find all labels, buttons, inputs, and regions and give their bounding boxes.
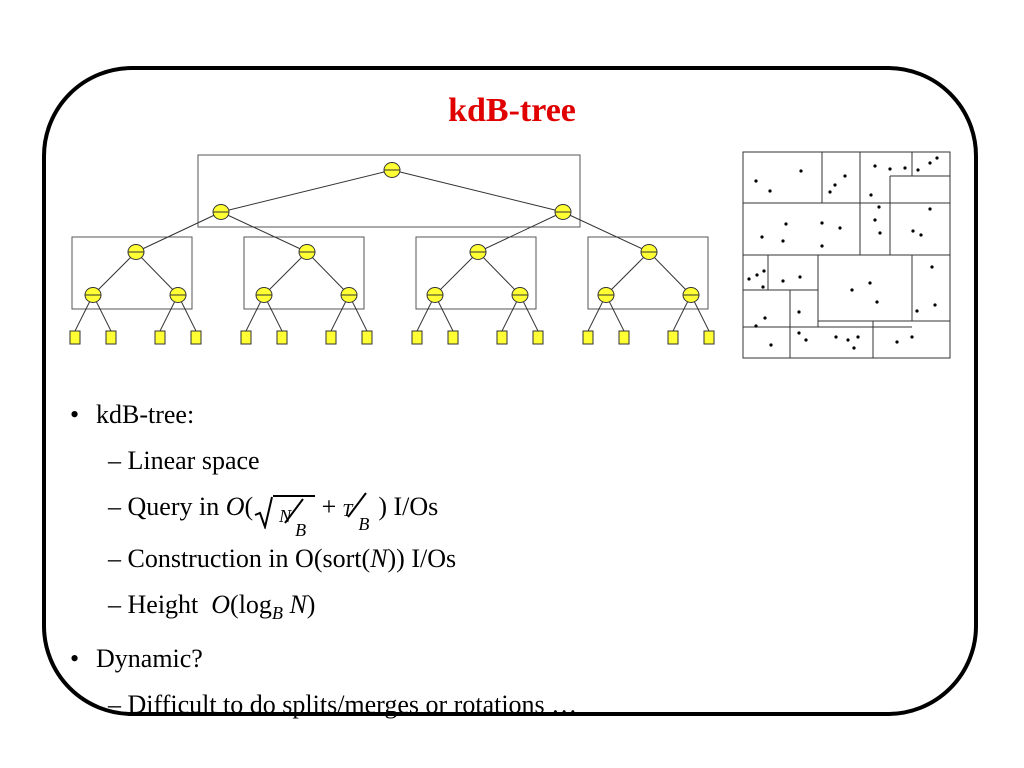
bullet-kdb-tree: •kdB-tree:	[70, 400, 195, 429]
tree-edge	[306, 251, 350, 296]
data-point	[878, 231, 882, 235]
data-point	[804, 338, 808, 342]
leaf-block	[105, 330, 117, 345]
data-point	[873, 164, 877, 168]
leaf-block-box	[415, 236, 537, 310]
leaf-block-box	[71, 236, 193, 310]
data-point	[856, 335, 860, 339]
data-point	[850, 288, 854, 292]
data-point	[828, 190, 832, 194]
data-point	[747, 277, 751, 281]
data-point	[911, 229, 915, 233]
data-point	[761, 285, 765, 289]
bullet-list: •kdB-tree: – Linear space – Query in O(N…	[70, 392, 577, 728]
top-block-box	[197, 154, 581, 228]
data-point	[763, 316, 767, 320]
data-point	[877, 205, 881, 209]
leaf-block	[582, 330, 594, 345]
leaf-block-box	[243, 236, 365, 310]
data-point	[760, 235, 764, 239]
bullet-height: – Height O(logB N)	[108, 590, 316, 623]
tree-edge	[605, 251, 650, 296]
data-point	[799, 169, 803, 173]
leaf-block	[69, 330, 81, 345]
data-point	[838, 226, 842, 230]
tree-edge	[135, 211, 222, 253]
data-point	[762, 269, 766, 273]
slide-frame	[42, 66, 978, 716]
data-point	[798, 275, 802, 279]
leaf-block	[447, 330, 459, 345]
data-point	[846, 338, 850, 342]
tree-edge	[92, 251, 137, 296]
data-point	[873, 218, 877, 222]
data-point	[769, 343, 773, 347]
data-point	[852, 346, 856, 350]
tree-edge	[263, 251, 308, 296]
data-point	[797, 331, 801, 335]
leaf-block	[361, 330, 373, 345]
data-point	[933, 303, 937, 307]
bullet-construction: – Construction in O(sort(N)) I/Os	[108, 544, 457, 573]
data-point	[820, 244, 824, 248]
data-point	[820, 221, 824, 225]
tree-edge	[648, 251, 692, 296]
data-point	[754, 324, 758, 328]
leaf-block	[532, 330, 544, 345]
data-point	[754, 179, 758, 183]
data-point	[755, 273, 759, 277]
tree-edge	[220, 169, 393, 213]
tree-edge	[220, 211, 308, 253]
tree-edge	[477, 251, 521, 296]
data-point	[915, 309, 919, 313]
data-point	[781, 279, 785, 283]
bullet-difficult: – Difficult to do splits/merges or rotat…	[108, 690, 578, 719]
data-point	[928, 207, 932, 211]
data-point	[784, 222, 788, 226]
data-point	[875, 300, 879, 304]
data-point	[930, 265, 934, 269]
leaf-block	[618, 330, 630, 345]
data-point	[888, 167, 892, 171]
data-point	[869, 193, 873, 197]
data-point	[781, 239, 785, 243]
leaf-block	[154, 330, 166, 345]
data-point	[797, 310, 801, 314]
leaf-block	[411, 330, 423, 345]
leaf-block	[276, 330, 288, 345]
data-point	[895, 340, 899, 344]
tree-edge	[391, 169, 564, 213]
data-point	[916, 168, 920, 172]
slide-title: kdB-tree	[448, 92, 576, 129]
data-point	[843, 174, 847, 178]
tree-edge	[434, 251, 479, 296]
leaf-block	[667, 330, 679, 345]
data-point	[919, 233, 923, 237]
leaf-block	[190, 330, 202, 345]
leaf-block	[325, 330, 337, 345]
leaf-block-box	[587, 236, 709, 310]
bullet-linear-space: – Linear space	[108, 446, 260, 475]
data-point	[833, 183, 837, 187]
tree-edge	[562, 211, 650, 253]
tree-edge	[477, 211, 564, 253]
data-point	[768, 189, 772, 193]
tree-diagram	[69, 154, 715, 345]
bullet-dynamic: •Dynamic?	[70, 644, 203, 673]
data-point	[903, 166, 907, 170]
leaf-block	[496, 330, 508, 345]
leaf-block	[240, 330, 252, 345]
data-point	[935, 156, 939, 160]
data-point	[868, 281, 872, 285]
tree-edge	[135, 251, 179, 296]
data-point	[910, 335, 914, 339]
data-point	[928, 161, 932, 165]
data-point	[834, 335, 838, 339]
space-partition-diagram	[742, 151, 951, 359]
leaf-block	[703, 330, 715, 345]
